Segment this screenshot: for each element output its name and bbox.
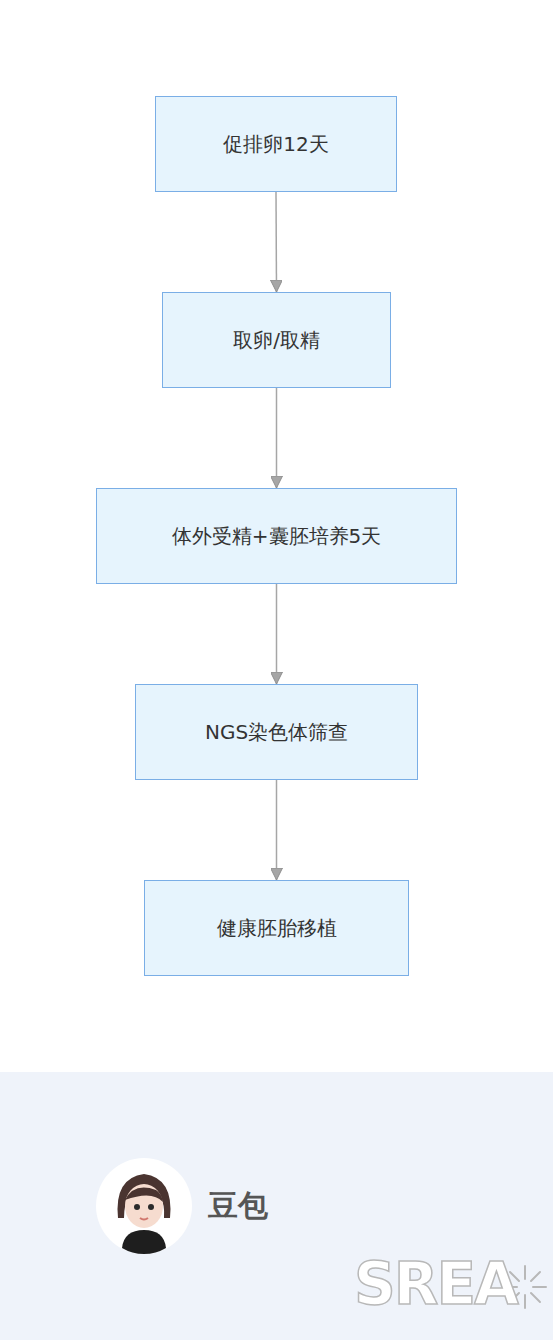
avatar-eye bbox=[148, 1204, 154, 1210]
avatar-face bbox=[125, 1184, 163, 1228]
process-box: 体外受精+囊胚培养5天 bbox=[96, 488, 457, 584]
step-label: NGS染色体筛查 bbox=[205, 719, 348, 746]
step-label: 健康胚胎移植 bbox=[217, 915, 337, 942]
flow-arrow bbox=[275, 192, 277, 292]
watermark-text: SREA bbox=[354, 1250, 517, 1318]
step-label: 促排卵12天 bbox=[223, 131, 328, 158]
avatar-circle bbox=[96, 1158, 192, 1254]
step-label: 取卵/取精 bbox=[233, 327, 320, 354]
flow-arrow bbox=[276, 584, 278, 684]
process-box: 取卵/取精 bbox=[162, 292, 391, 388]
avatar-fringe bbox=[125, 1188, 163, 1202]
brand-name: 豆包 bbox=[208, 1186, 268, 1227]
process-box: NGS染色体筛查 bbox=[135, 684, 418, 780]
avatar-mouth bbox=[140, 1218, 148, 1220]
step-label: 体外受精+囊胚培养5天 bbox=[172, 523, 381, 550]
avatar-illustration bbox=[94, 1156, 194, 1256]
avatar-body bbox=[122, 1230, 166, 1254]
process-box: 促排卵12天 bbox=[155, 96, 397, 192]
avatar-eye bbox=[134, 1204, 140, 1210]
flow-arrow bbox=[276, 780, 278, 880]
process-box: 健康胚胎移植 bbox=[144, 880, 409, 976]
flow-arrow bbox=[276, 388, 278, 488]
